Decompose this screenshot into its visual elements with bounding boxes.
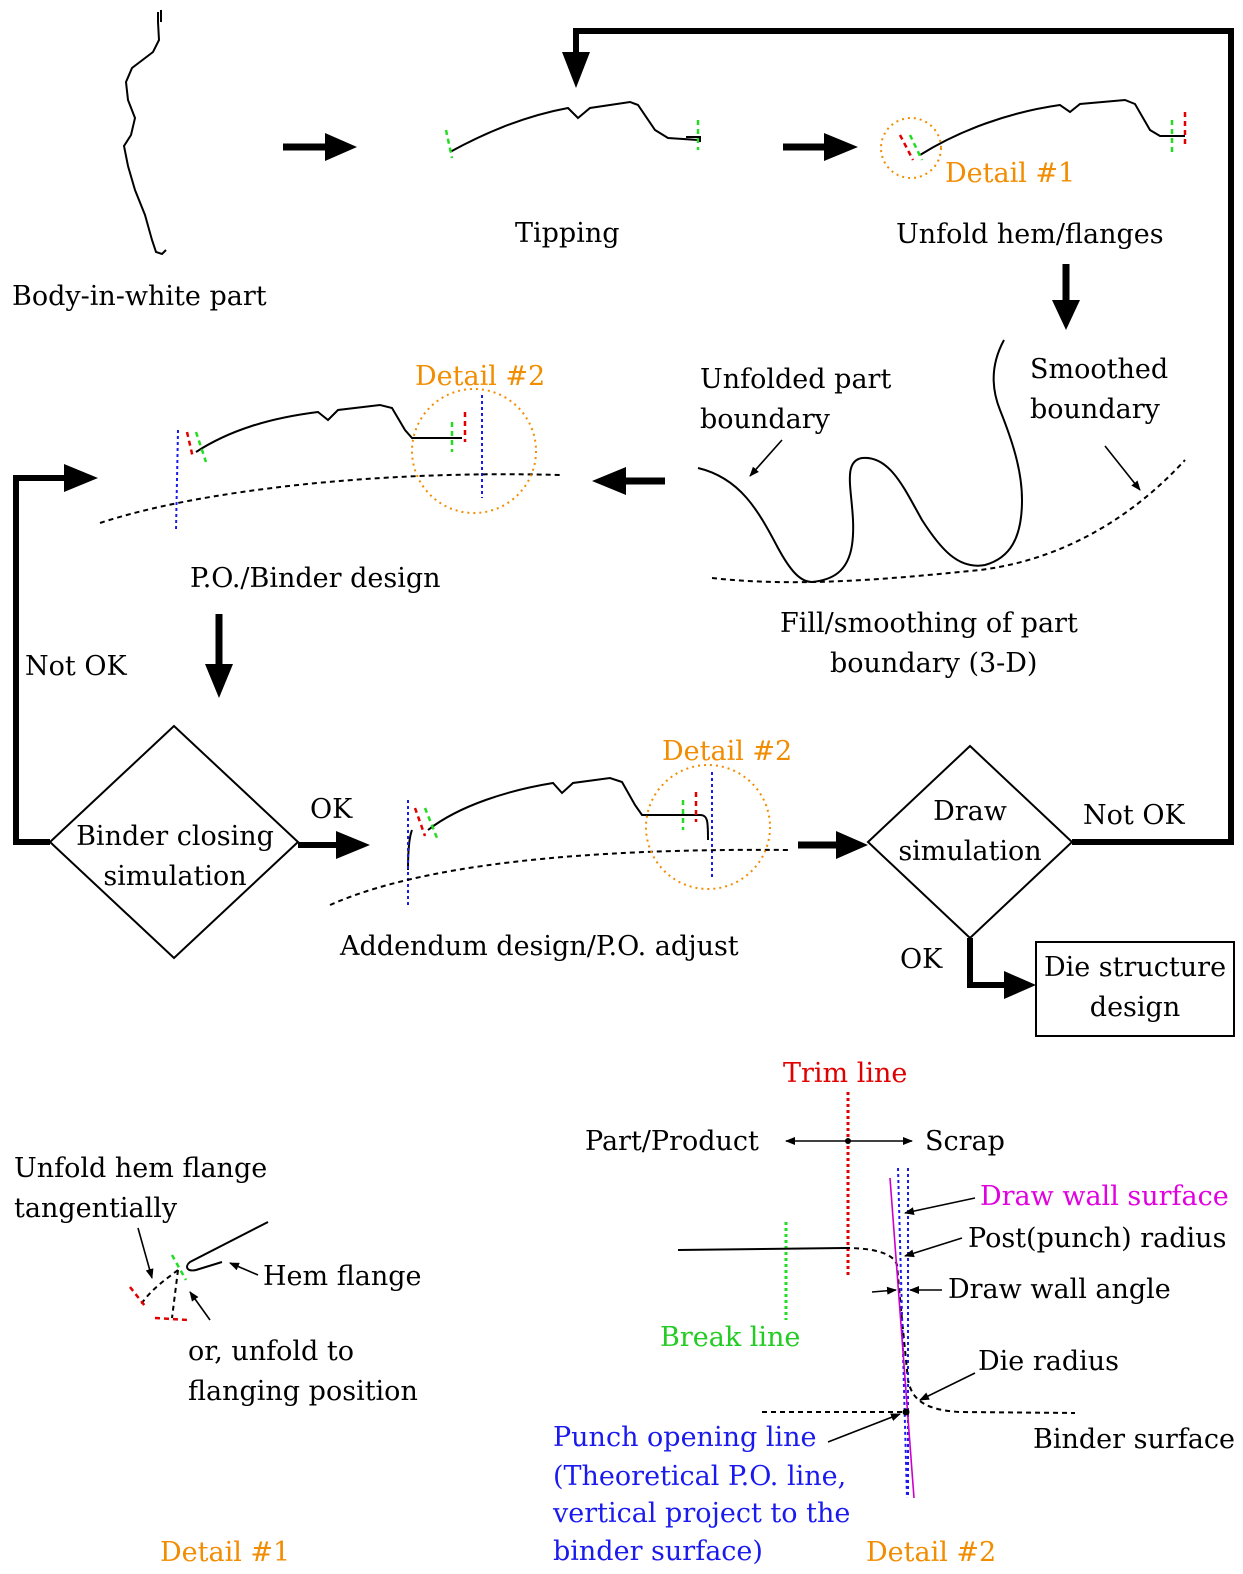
fill-smoothing-label-2: boundary (3-D) [830,648,1037,679]
addendum-shape [329,764,791,908]
po-binder-shape [99,388,561,531]
binder-closing-diamond [48,724,300,960]
detail2-binder-surface: Binder surface [1033,1424,1235,1455]
detail2-tag-top: Detail #2 [415,361,545,392]
detail1-unfold-tangent-2: tangentially [14,1193,178,1224]
detail1-or-unfold-1: or, unfold to [188,1336,354,1367]
unfolded-boundary-label-2: boundary [700,404,831,435]
not-ok-right-label: Not OK [1083,800,1185,831]
body-in-white-part-shape [122,10,167,256]
po-binder-label: P.O./Binder design [190,563,441,594]
not-ok-loop-right [573,28,1234,845]
detail2-part-product: Part/Product [585,1126,759,1157]
unfold-label: Unfold hem/flanges [896,219,1164,250]
detail2-draw-wall-surface: Draw wall surface [980,1181,1229,1212]
die-structure-label-1: Die structure [1044,952,1226,983]
draw-sim-label-2: simulation [898,836,1041,867]
detail2-trim-line: Trim line [783,1058,907,1089]
detail2-tag-middle: Detail #2 [662,736,792,767]
body-in-white-label: Body-in-white part [12,281,267,312]
detail2-scrap: Scrap [925,1126,1005,1157]
detail2-marker-circle-top [411,388,537,514]
fill-smoothing-shape [697,339,1186,584]
smoothed-boundary-label-2: boundary [1030,394,1161,425]
detail2-caption: Detail #2 [866,1537,996,1568]
tipping-part-shape [444,100,701,159]
detail2-punch-opening-3: vertical project to the [552,1498,850,1529]
binder-closing-label-1: Binder closing [76,821,274,852]
smoothed-boundary-label-1: Smoothed [1030,354,1168,385]
tipping-label: Tipping [515,218,620,249]
detail2-punch-opening-2: (Theoretical P.O. line, [553,1461,846,1492]
ok-binder-label: OK [310,794,353,825]
not-ok-left-label: Not OK [25,651,127,682]
addendum-label: Addendum design/P.O. adjust [339,931,739,962]
detail2-die-radius: Die radius [978,1346,1119,1377]
detail1-unfold-tangent-1: Unfold hem flange [14,1153,267,1184]
detail1-or-unfold-2: flanging position [188,1376,418,1407]
detail2-post-radius: Post(punch) radius [968,1223,1226,1254]
die-structure-box [1035,941,1235,1037]
draw-sim-label-1: Draw [933,796,1007,827]
detail1-tag-top: Detail #1 [945,158,1075,189]
fill-smoothing-label-1: Fill/smoothing of part [780,608,1078,639]
ok-draw-label: OK [900,944,943,975]
detail1-marker-circle [880,117,942,179]
die-structure-label-2: design [1090,992,1180,1023]
detail2-draw-wall-angle: Draw wall angle [948,1274,1171,1305]
detail2-break-line: Break line [660,1322,800,1353]
binder-closing-label-2: simulation [103,861,246,892]
unfolded-boundary-label-1: Unfolded part [700,364,891,395]
detail2-drawing [677,1092,1076,1499]
detail1-caption: Detail #1 [160,1537,290,1568]
not-ok-loop-left [13,475,70,845]
flow-arrow-ok-draw [967,938,1008,988]
detail2-punch-opening-4: binder surface) [553,1536,763,1567]
unfold-part-shape [880,98,1187,179]
detail2-punch-opening-1: Punch opening line [553,1422,816,1453]
detail2-marker-circle-bottom [645,764,771,890]
detail1-drawing [129,1221,269,1322]
detail1-hem-flange: Hem flange [263,1261,421,1292]
